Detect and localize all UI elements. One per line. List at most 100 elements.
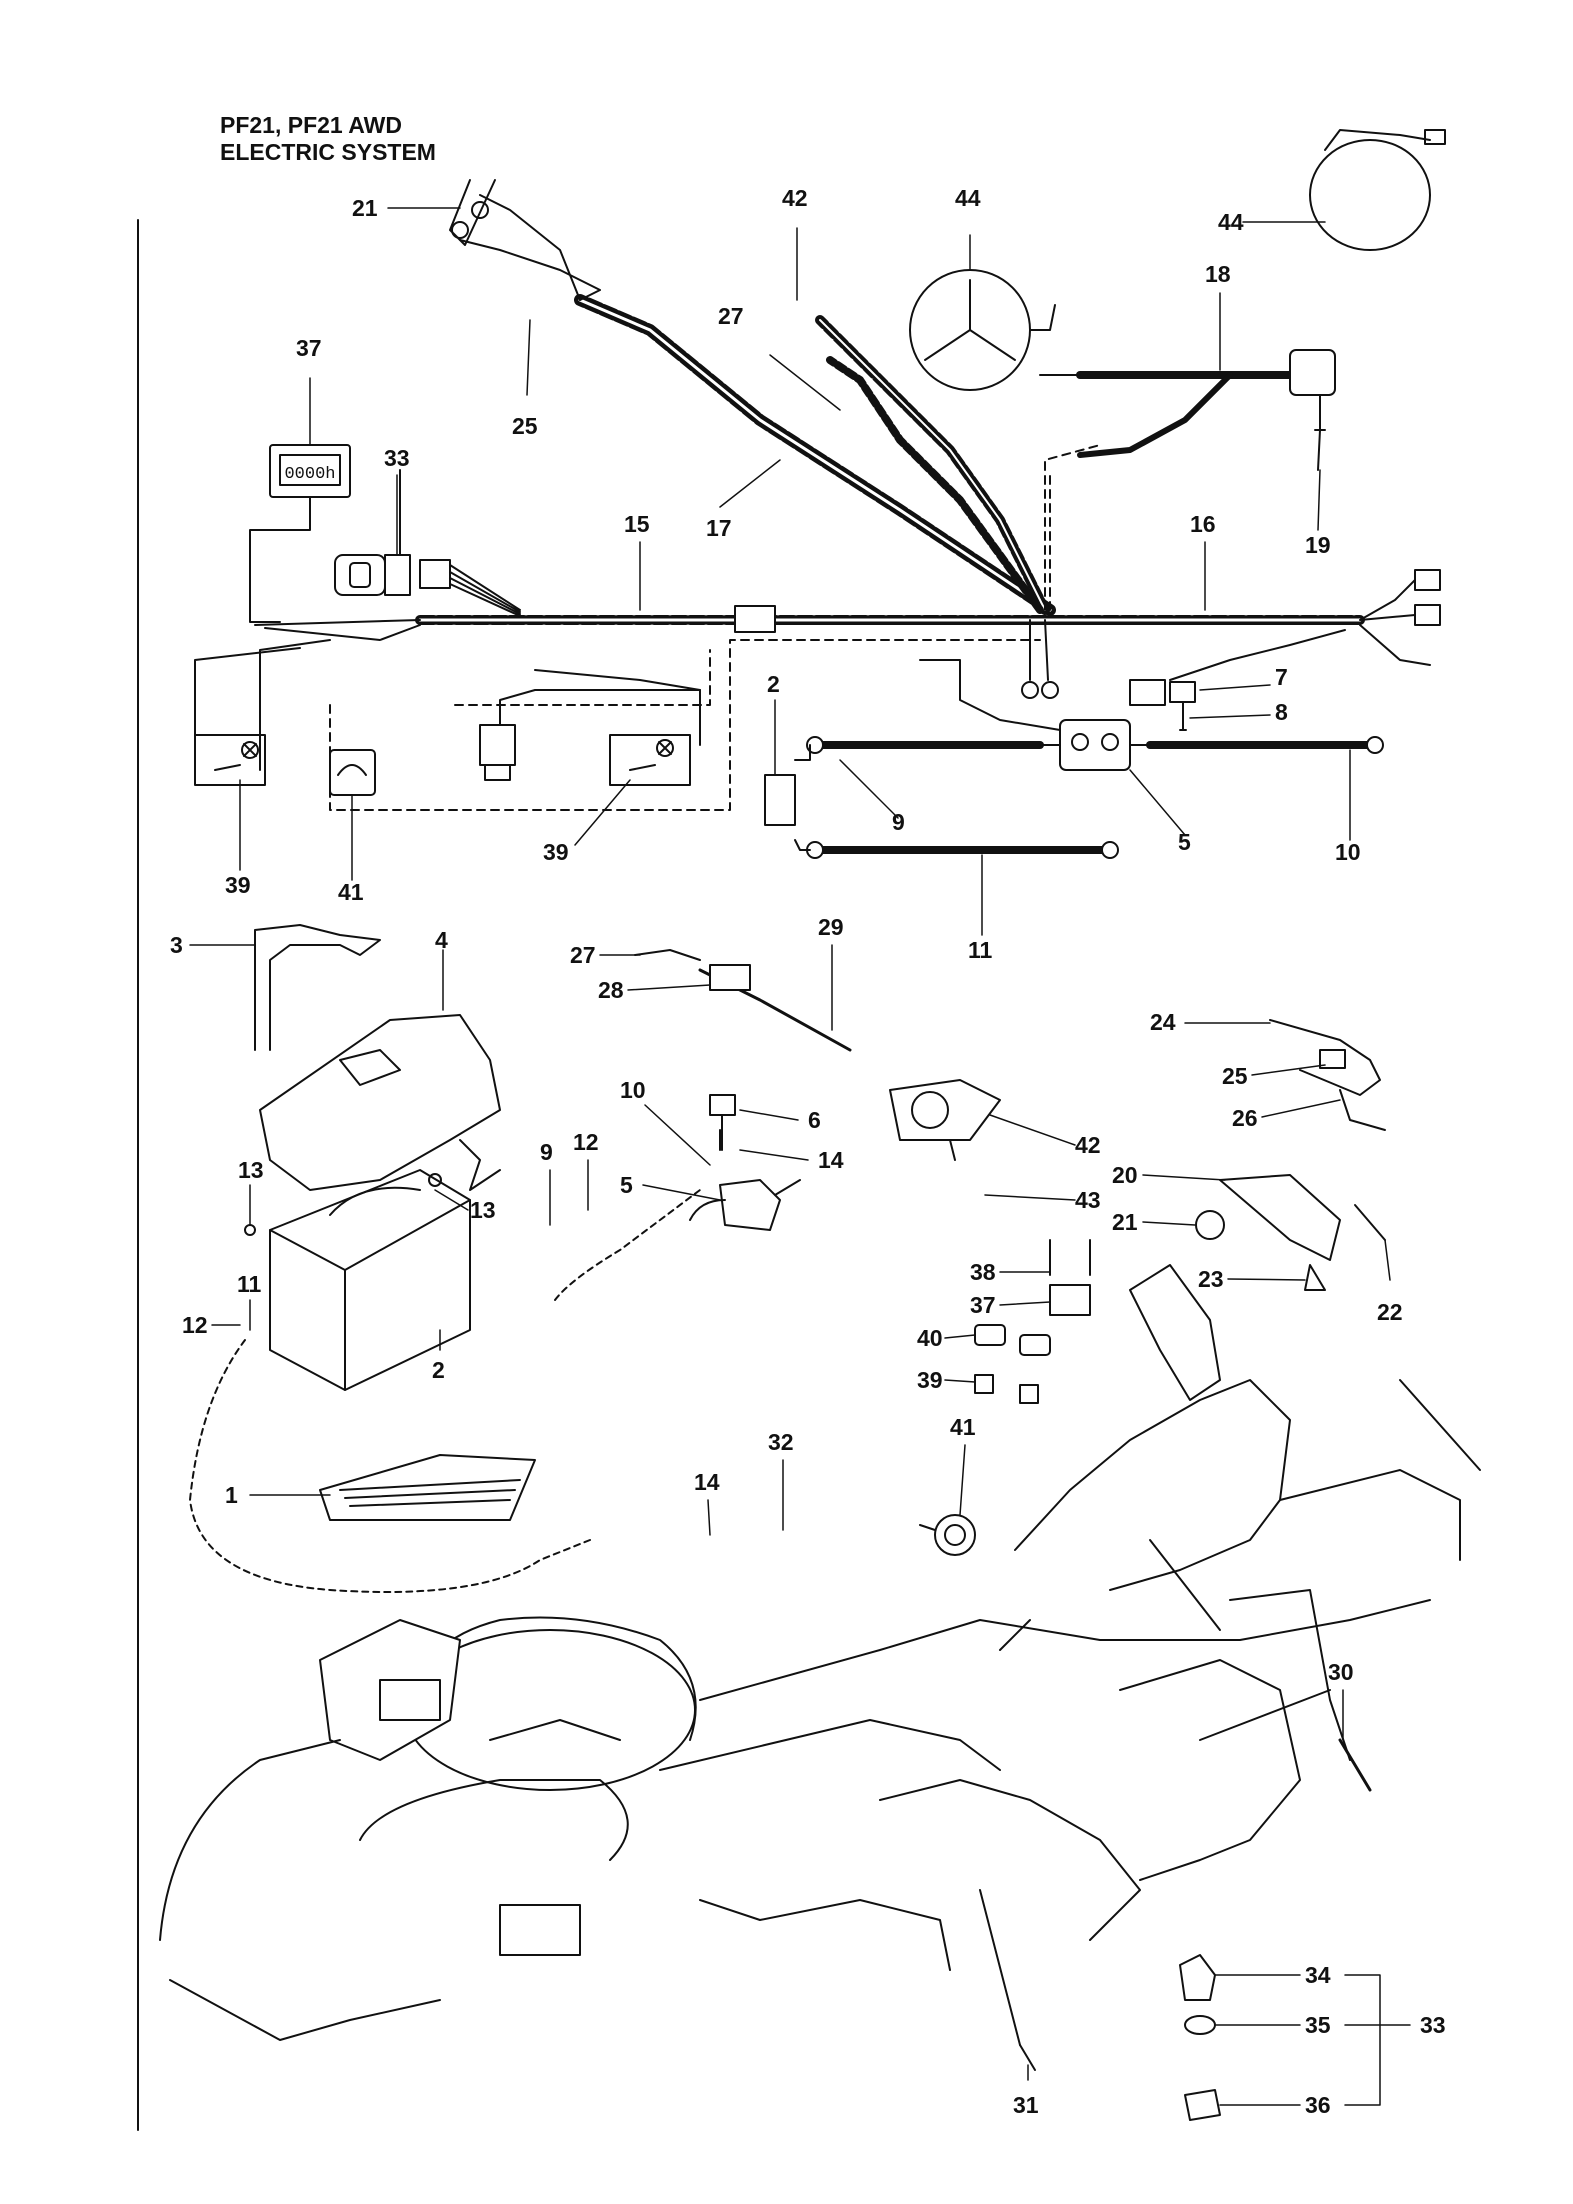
bracket-24-26 [1269,1019,1386,1131]
diagram-title-system: ELECTRIC SYSTEM [220,139,436,165]
callout-14: 14 [818,1147,844,1173]
safety-switch-left-39 [194,734,266,786]
callout-26: 26 [1232,1105,1258,1131]
relay-center [479,669,701,781]
callout-21: 21 [1112,1209,1138,1235]
cable-18 [1039,349,1336,471]
callout-19: 19 [1305,532,1331,558]
battery-cover-4 [259,1014,501,1191]
callout-2: 2 [767,671,780,697]
callout-39: 39 [543,839,569,865]
connectors-right [1359,569,1441,666]
callout-44: 44 [1218,209,1244,235]
callout-39: 39 [225,872,251,898]
callout-14: 14 [694,1469,720,1495]
callout-31: 31 [1013,2092,1039,2118]
callout-10: 10 [1335,839,1361,865]
callout-33: 33 [1420,2012,1446,2038]
callout-27: 27 [570,942,596,968]
callout-2: 2 [432,1357,445,1383]
dash-frame [1014,1264,1461,1591]
lamp-housing-20 [1195,1174,1386,1291]
battery-cables [764,736,1384,859]
hour-meter-display: 0000h [284,465,335,484]
callout-8: 8 [1275,699,1288,725]
ignition-parts-34-36 [1179,1954,1221,2121]
fan-assembly-42 [889,1079,1001,1161]
battery-bracket-3 [254,924,381,1051]
callout-10: 10 [620,1077,646,1103]
leader-lines [189,207,1411,2106]
seat-switch-lower-41 [919,1514,976,1556]
callout-13: 13 [470,1197,496,1223]
callout-22: 22 [1377,1299,1403,1325]
callout-44: 44 [955,185,981,211]
callout-36: 36 [1305,2092,1331,2118]
callout-39: 39 [917,1367,943,1393]
callout-38: 38 [970,1259,996,1285]
callout-11: 11 [237,1271,262,1297]
callout-12: 12 [573,1129,599,1155]
starter-solenoid-5 [919,659,1151,771]
hour-meter-37 [249,444,351,623]
callout-41: 41 [338,879,364,905]
callout-15: 15 [624,511,650,537]
chassis-frame [159,1379,1481,2041]
callout-16: 16 [1190,511,1216,537]
safety-switch-right-39 [609,734,691,786]
callout-17: 17 [706,515,732,541]
callout-32: 32 [768,1429,794,1455]
callout-9: 9 [892,809,905,835]
callout-35: 35 [1305,2012,1331,2038]
manual-1 [319,1454,536,1521]
callout-42: 42 [1075,1132,1101,1158]
callout-37: 37 [296,335,322,361]
main-harness [194,605,1365,771]
callout-43: 43 [1075,1187,1101,1213]
callout-37: 37 [970,1292,996,1318]
branch-harness-17 [459,194,1056,616]
callout-30: 30 [1328,1659,1354,1685]
callout-20: 20 [1112,1162,1138,1188]
callout-13: 13 [238,1157,264,1183]
callout-41: 41 [950,1414,976,1440]
callout-24: 24 [1150,1009,1176,1035]
callout-4: 4 [435,927,448,953]
sensor-29 [634,949,852,1052]
callout-11: 11 [968,937,993,963]
callout-3: 3 [170,932,183,958]
ring-terminals [1021,619,1059,699]
dash-parts [974,1239,1091,1404]
callout-9: 9 [540,1139,553,1165]
callout-23: 23 [1198,1266,1224,1292]
branch-harness-42 [815,315,1050,615]
callout-7: 7 [1275,664,1288,690]
callout-28: 28 [598,977,624,1003]
callout-1: 1 [225,1482,238,1508]
callout-33: 33 [384,445,410,471]
callout-42: 42 [782,185,808,211]
callout-29: 29 [818,914,844,940]
starter-solenoid-lower-5 [689,1129,801,1231]
screw-31 [979,1889,1036,2071]
engine-block [319,1616,697,1956]
headlight-bulbs-21 [449,179,496,246]
callout-21: 21 [352,195,378,221]
ground-cable-dashed [189,1339,591,1593]
sensor-30 [1199,1689,1372,1792]
diagram-title-model: PF21, PF21 AWD [220,112,402,138]
callout-18: 18 [1205,261,1231,287]
callout-27: 27 [718,303,744,329]
callout-5: 5 [1178,829,1191,855]
fuse-holder-7 [1129,629,1346,731]
callout-40: 40 [917,1325,943,1351]
diagram-title: PF21, PF21 AWD ELECTRIC SYSTEM [220,112,436,166]
ignition-switch-33 [334,469,521,617]
callout-25: 25 [512,413,538,439]
bolt-6 [709,1094,736,1151]
callout-12: 12 [182,1312,208,1338]
battery-2 [244,1169,471,1391]
